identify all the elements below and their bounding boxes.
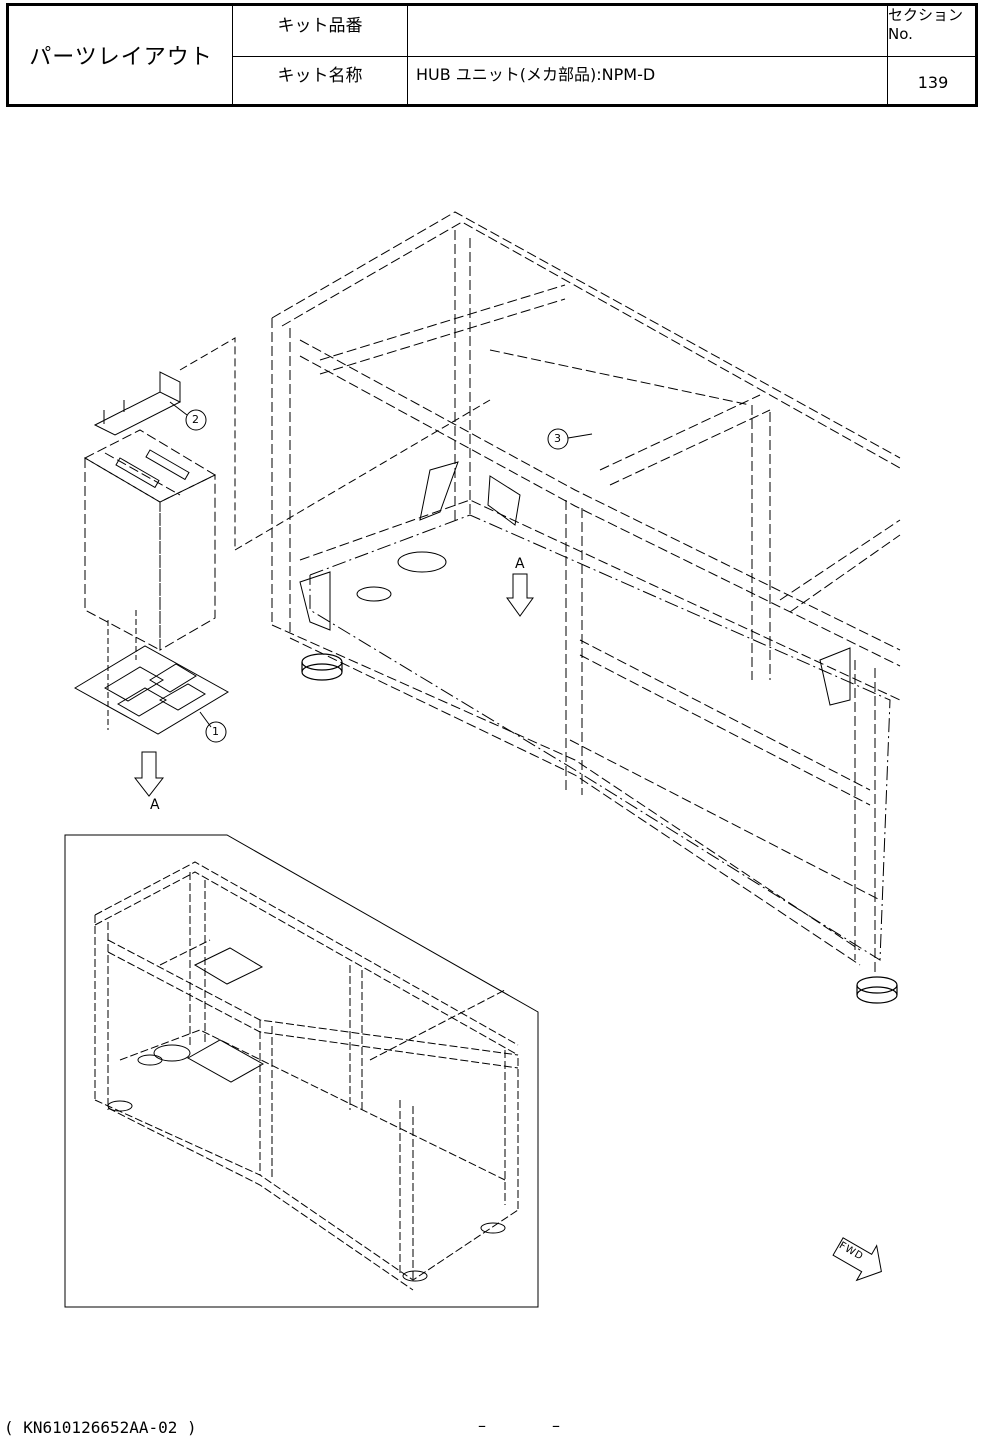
inset-hole xyxy=(154,1045,190,1061)
inset-hub-box xyxy=(188,948,263,1082)
view-label-a-frame: A xyxy=(515,556,525,572)
base-plate xyxy=(310,515,890,960)
main-frame xyxy=(272,212,900,975)
callout-label-3: 3 xyxy=(554,432,561,445)
callout-label-1: 1 xyxy=(212,725,219,738)
inset-frame xyxy=(65,835,538,1307)
page-dash-left: – xyxy=(478,1416,486,1435)
hub-box xyxy=(85,430,215,650)
inset-hole xyxy=(138,1055,162,1065)
page-dash-right: – xyxy=(552,1416,560,1435)
view-label-a-bottom: A xyxy=(150,797,160,813)
vent-slots xyxy=(116,450,189,487)
view-arrow xyxy=(507,574,533,616)
corner-brackets xyxy=(300,462,850,705)
leveling-feet xyxy=(302,654,897,1003)
top-bracket xyxy=(95,372,180,435)
view-arrow xyxy=(135,752,163,796)
callout-2 xyxy=(170,402,206,430)
leader-line xyxy=(180,338,235,550)
inset-drawing xyxy=(95,862,518,1290)
document-code: ( KN610126652AA-02 ) xyxy=(4,1418,197,1437)
inset-feet xyxy=(108,1101,505,1281)
callout-label-2: 2 xyxy=(192,413,199,426)
base-plate-hole xyxy=(398,552,446,572)
base-tray xyxy=(75,646,228,734)
base-plate-hole xyxy=(357,587,391,601)
